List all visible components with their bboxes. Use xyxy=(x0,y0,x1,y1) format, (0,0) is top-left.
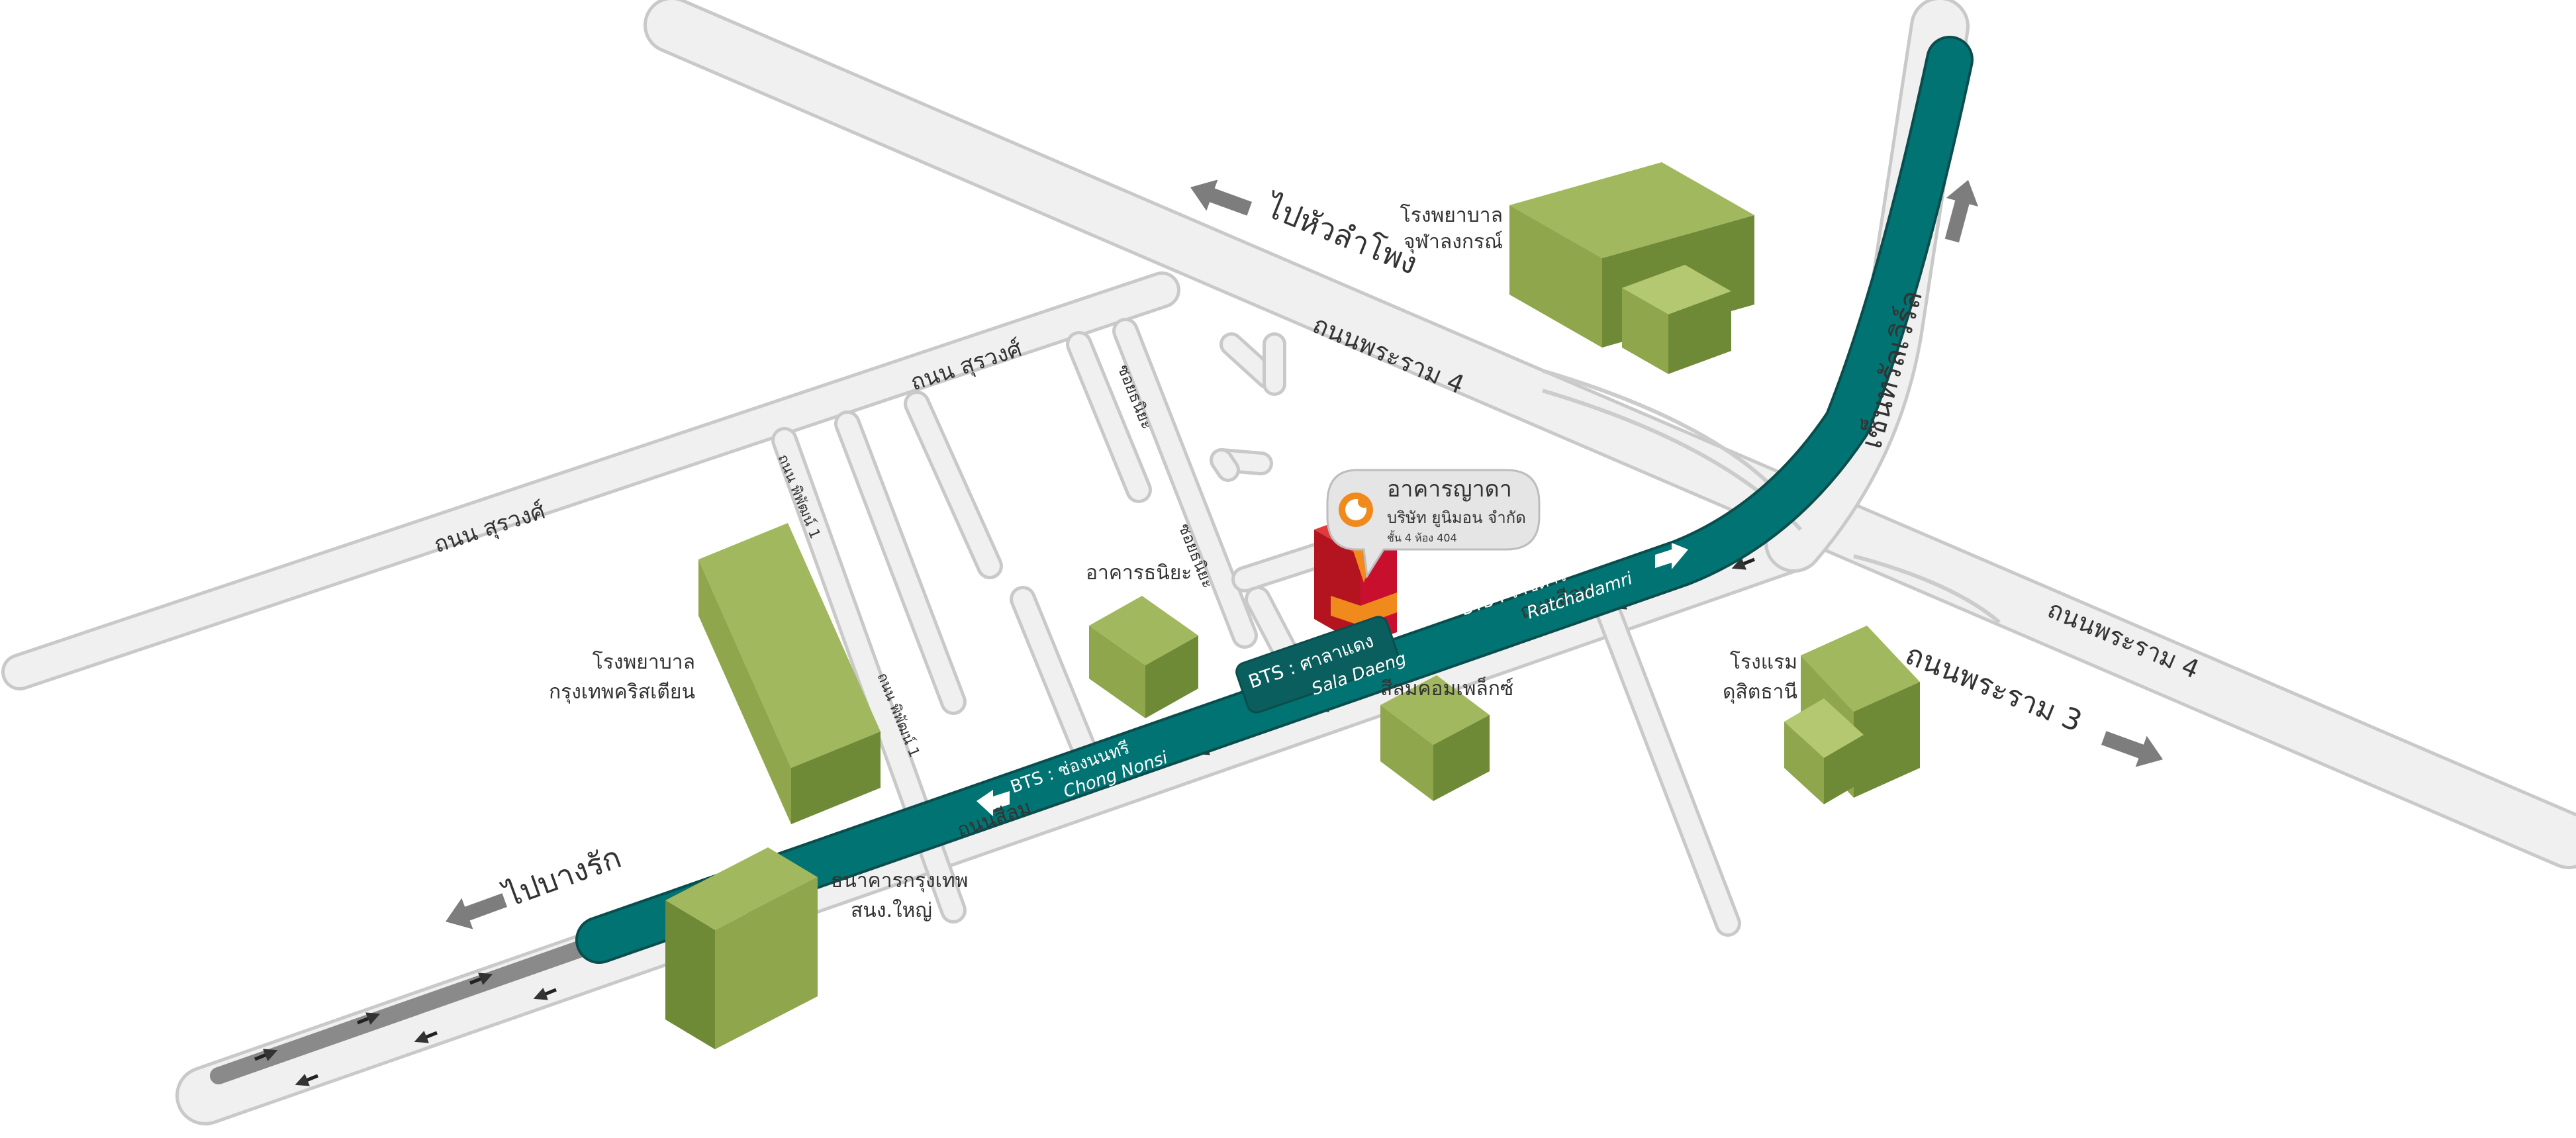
target-floor: ชั้น 4 ห้อง 404 xyxy=(1387,530,1457,544)
label-dusit-1: โรงแรม xyxy=(1730,650,1797,674)
building-bangkok-bank xyxy=(665,847,818,1049)
landmark-labels: โรงพยาบาล จุฬาลงกรณ์ โรงพยาบาล กรุงเทพคร… xyxy=(549,203,1797,922)
building-bkk-christian xyxy=(698,523,881,824)
direction-arrow-icon xyxy=(2101,731,2163,767)
target-building-name: อาคารญาดา xyxy=(1387,476,1512,502)
building-chulalongkorn xyxy=(1509,162,1754,374)
bts-line xyxy=(575,36,1974,964)
target-callout[interactable]: อาคารญาดา บริษัท ยูนิมอน จำกัด ชั้น 4 ห้… xyxy=(1326,469,1541,579)
bts-arrows xyxy=(977,543,1688,816)
direction-arrows xyxy=(446,179,2163,929)
direction-arrow-icon xyxy=(1944,179,1979,243)
label-silom-complex: สีลมคอมเพล็กซ์ xyxy=(1380,676,1513,700)
label-bangkok-bank-2: สนง.ใหญ่ xyxy=(851,899,932,922)
label-to-bang-rak: ไปบางรัก xyxy=(498,839,626,914)
label-thaniya: อาคารธนิยะ xyxy=(1086,561,1192,585)
road-surawong xyxy=(1,271,1180,690)
buildings-layer xyxy=(665,162,1920,1049)
target-company: บริษัท ยูนิมอน จำกัด xyxy=(1387,508,1526,528)
label-bangkok-bank-1: ธนาคารกรุงเทพ xyxy=(831,869,968,893)
label-bkk-christian-1: โรงพยาบาล xyxy=(593,650,695,674)
building-silom-complex xyxy=(1380,675,1490,801)
building-thaniya xyxy=(1089,596,1198,718)
label-rama3: ถนนพระราม 3 xyxy=(1901,638,2087,739)
label-bkk-christian-2: กรุงเทพคริสเตียน xyxy=(549,681,695,704)
road-rama4 xyxy=(644,0,2576,869)
building-dusit-thani xyxy=(1784,626,1920,804)
label-chula-1: โรงพยาบาล xyxy=(1400,203,1503,227)
unimon-logo-icon xyxy=(1339,493,1373,527)
label-chula-2: จุฬาลงกรณ์ xyxy=(1404,230,1503,254)
direction-arrow-icon xyxy=(1190,179,1253,216)
direction-arrow-icon xyxy=(446,893,508,929)
label-dusit-2: ดุสิตธานี xyxy=(1723,681,1797,704)
